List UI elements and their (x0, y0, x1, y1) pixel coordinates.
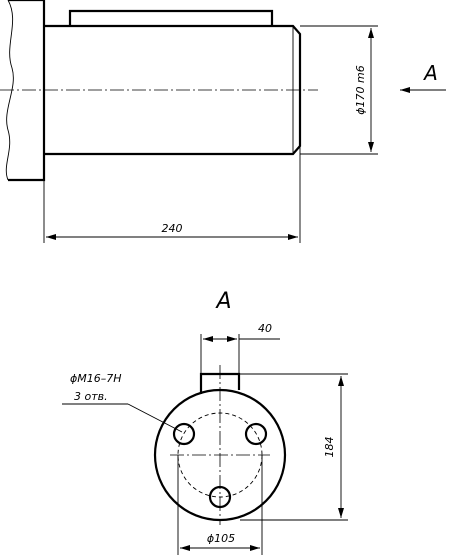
thread-leader (127, 403, 183, 433)
height-label: 184 (323, 437, 336, 458)
break-line (5, 0, 14, 181)
end-view-title: A (214, 289, 231, 314)
shaft-body (44, 24, 302, 156)
view-marker-label: A (422, 61, 438, 85)
holes-count-label: 3 отв. (74, 390, 108, 403)
diameter-label: ϕ170 m6 (354, 65, 367, 114)
end-view: A 40 184 ϕ105 ϕM16–7H 3 отв. (62, 289, 348, 555)
threaded-hole-right (244, 422, 268, 446)
thread-label: ϕM16–7H (70, 372, 122, 385)
side-view: ϕ170 m6 240 A (0, 0, 446, 243)
shaft-key (68, 9, 274, 26)
pcd-label: ϕ105 (207, 532, 235, 545)
threaded-hole-left (172, 422, 196, 446)
key-width-label: 40 (258, 322, 272, 335)
threaded-hole-bottom (208, 485, 232, 509)
length-label: 240 (162, 222, 183, 235)
